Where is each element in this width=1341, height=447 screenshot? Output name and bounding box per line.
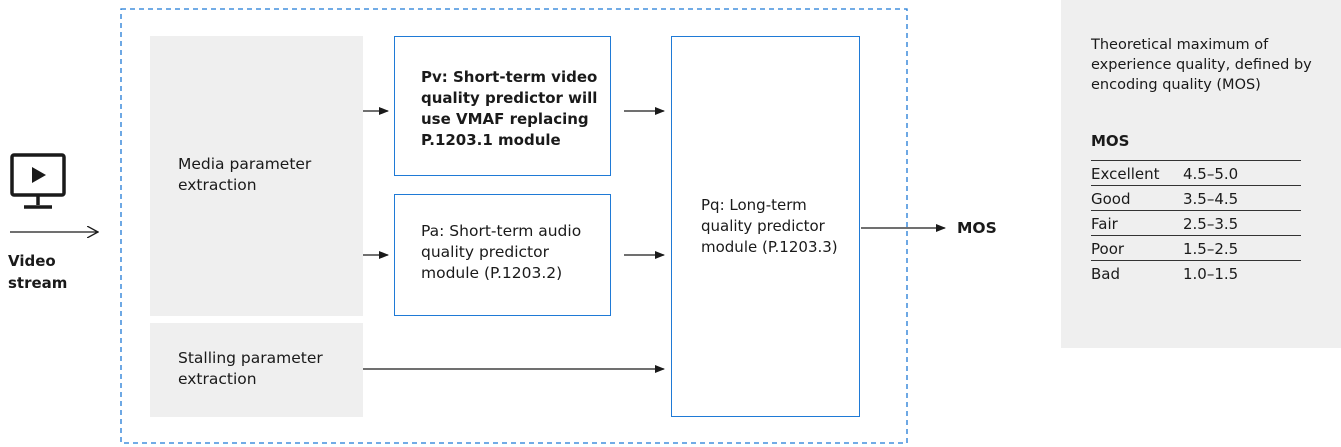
mos-legend-panel: Theoretical maximum of experience qualit… — [1061, 0, 1341, 348]
rating-cell: Fair — [1091, 210, 1183, 236]
legend-description: Theoretical maximum of experience qualit… — [1091, 37, 1312, 93]
table-row: Poor 1.5–2.5 — [1091, 235, 1301, 261]
pv-module-box: Pv: Short-term video quality predictor w… — [394, 36, 611, 176]
range-cell: 4.5–5.0 — [1183, 160, 1301, 186]
mos-table: Excellent 4.5–5.0 Good 3.5–4.5 Fair 2.5–… — [1091, 160, 1301, 285]
pq-module-box: Pq: Long-term quality predictor module (… — [671, 36, 860, 417]
system-boundary — [120, 8, 908, 444]
mos-output-label: MOS — [957, 219, 997, 237]
stalling-extraction-panel: Stalling parameter extraction — [150, 323, 363, 417]
pa-module-label: Pa: Short-term audio quality predictor m… — [421, 222, 582, 282]
table-row: Good 3.5–4.5 — [1091, 185, 1301, 211]
pa-module-box: Pa: Short-term audio quality predictor m… — [394, 194, 611, 316]
rating-cell: Poor — [1091, 235, 1183, 261]
table-row: Excellent 4.5–5.0 — [1091, 160, 1301, 186]
rating-cell: Good — [1091, 185, 1183, 211]
legend-table-title: MOS — [1091, 132, 1130, 150]
input-label: Video stream — [8, 252, 68, 292]
rating-cell: Excellent — [1091, 160, 1183, 186]
monitor-play-icon — [10, 153, 66, 211]
table-row: Fair 2.5–3.5 — [1091, 210, 1301, 236]
range-cell: 3.5–4.5 — [1183, 185, 1301, 211]
media-extraction-panel: Media parameter extraction — [150, 36, 363, 316]
media-extraction-label: Media parameter extraction — [178, 155, 312, 194]
range-cell: 2.5–3.5 — [1183, 210, 1301, 236]
range-cell: 1.0–1.5 — [1183, 260, 1301, 285]
pq-module-label: Pq: Long-term quality predictor module (… — [701, 196, 838, 256]
pv-module-label: Pv: Short-term video quality predictor w… — [421, 68, 598, 149]
table-row: Bad 1.0–1.5 — [1091, 260, 1301, 285]
range-cell: 1.5–2.5 — [1183, 235, 1301, 261]
rating-cell: Bad — [1091, 260, 1183, 285]
stalling-extraction-label: Stalling parameter extraction — [178, 349, 323, 388]
